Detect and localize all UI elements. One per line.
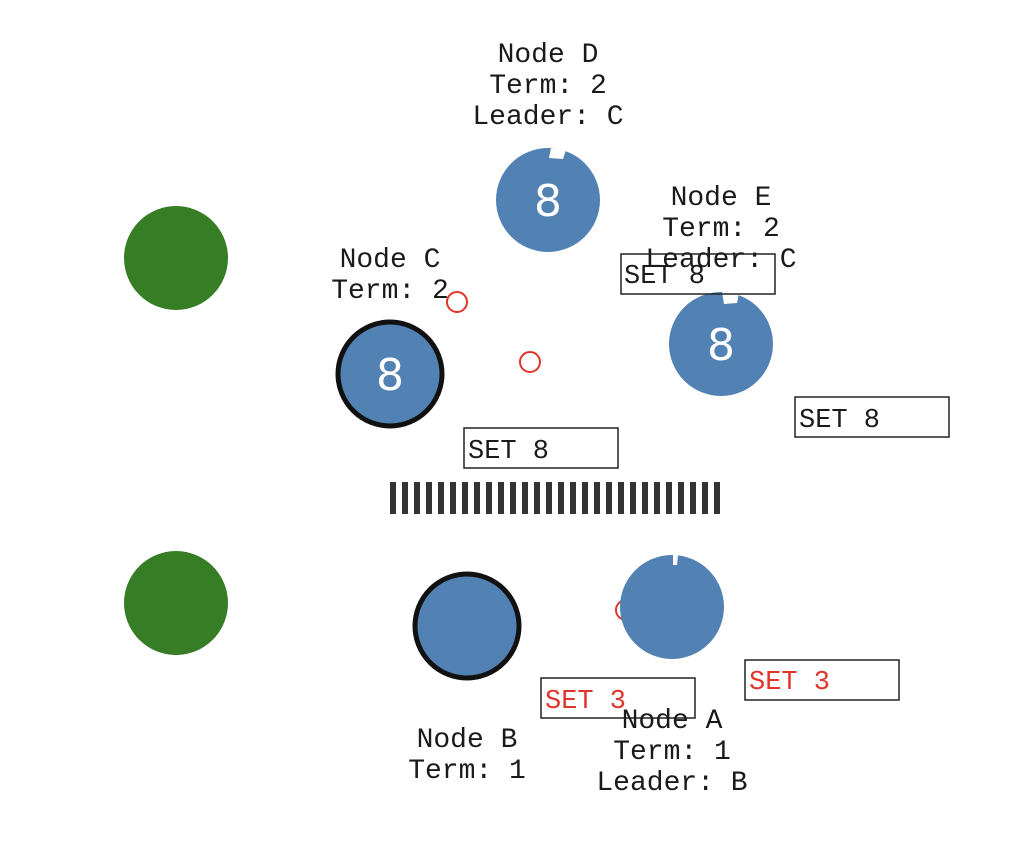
client-top[interactable] [124,206,228,310]
node-d-value: 8 [534,176,562,227]
partition-dash [546,482,552,514]
node-a-term: Term: 1 [613,737,731,768]
partition-dash [690,482,696,514]
partition-dash [582,482,588,514]
packet-middle [519,351,541,373]
client-bottom[interactable] [124,551,228,655]
partition-dash [678,482,684,514]
node-c-name: Node C [340,245,441,276]
partition-dash [486,482,492,514]
node-e-term: Term: 2 [662,214,780,245]
node-b-circle[interactable] [412,571,522,681]
partition-dash [606,482,612,514]
node-e-value: 8 [707,320,735,371]
node-c[interactable]: 8 Node C Term: 2 [331,245,449,429]
partition-dash [426,482,432,514]
node-d-term: Term: 2 [489,71,607,102]
partition-dash [462,482,468,514]
message-set-8-e: SET 8 [620,253,776,295]
message-set-8-e-text: SET 8 [624,262,705,292]
node-d-name: Node D [498,40,599,71]
partition-dash [618,482,624,514]
node-c-value: 8 [376,350,404,401]
packet-near-c [446,291,468,313]
partition-dash [450,482,456,514]
message-set-8-right-text: SET 8 [799,406,880,436]
message-set-8-right-box [794,396,950,438]
partition-dash [666,482,672,514]
partition-dash [498,482,504,514]
partition-dash [702,482,708,514]
partition-dash [558,482,564,514]
partition-dash [642,482,648,514]
message-set-8-e-box [620,253,776,295]
node-a-name: Node A [622,706,723,737]
partition-dash [522,482,528,514]
node-b[interactable]: Node B Term: 1 [408,571,526,787]
node-e-name: Node E [671,183,772,214]
message-set-3-right-box [744,659,900,701]
partition-dash [570,482,576,514]
partition-dash [474,482,480,514]
partition-dash [630,482,636,514]
partition-dash [594,482,600,514]
message-set-3-right: SET 3 [744,659,900,701]
node-e-leader: Leader: C [645,245,796,276]
message-set-3-a-text: SET 3 [545,687,626,717]
node-a-circle[interactable] [620,555,724,659]
message-set-3-a: SET 3 [540,677,696,719]
node-e[interactable]: 8 Node E Term: 2 Leader: C [645,183,797,396]
network-partition [390,482,720,514]
message-set-8-c-text: SET 8 [468,437,549,467]
node-d-leader: Leader: C [472,102,623,133]
partition-dash [390,482,396,514]
partition-dash [438,482,444,514]
partition-dash [714,482,720,514]
node-d-circle[interactable] [496,148,600,252]
node-e-circle[interactable] [669,292,773,396]
node-a-leader: Leader: B [596,768,747,799]
message-set-8-c-box [463,427,619,469]
message-set-8-right: SET 8 [794,396,950,438]
message-set-8-c: SET 8 [463,427,619,469]
node-c-circle[interactable] [335,319,445,429]
message-set-3-right-text: SET 3 [749,668,830,698]
node-a[interactable]: Node A Term: 1 Leader: B [596,555,748,799]
node-a-timer-tick [673,555,678,565]
partition-dash [414,482,420,514]
partition-dash [534,482,540,514]
node-c-term: Term: 2 [331,276,449,307]
message-set-3-a-box [540,677,696,719]
node-e-timer-tick [722,292,739,304]
partition-dash [402,482,408,514]
node-d[interactable]: 8 Node D Term: 2 Leader: C [472,40,624,252]
node-b-term: Term: 1 [408,756,526,787]
node-d-timer-tick [549,148,566,159]
node-b-name: Node B [417,725,518,756]
partition-dash [654,482,660,514]
partition-dash [510,482,516,514]
